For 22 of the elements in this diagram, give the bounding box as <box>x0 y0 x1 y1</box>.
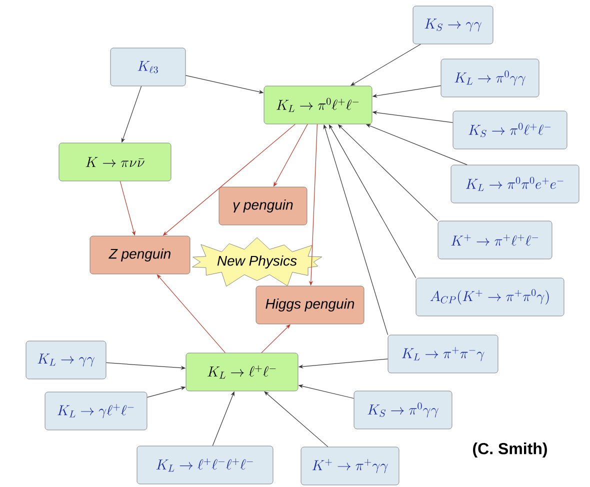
penguin-box: Z penguin <box>90 236 190 274</box>
obs-box: $K_L \to \pi^+ \pi^- \gamma$ <box>388 334 498 374</box>
arrow <box>264 391 328 448</box>
obs-box: $K_S \to \gamma\gamma$ <box>412 6 494 44</box>
penguin-box: γ penguin <box>218 186 308 226</box>
obs-box: $K_{\ell 3}$ <box>110 48 186 86</box>
obs-box: $K_L \to \ell^+ \ell^- \ell^+ \ell^-$ <box>136 446 274 484</box>
obs-box: $K_L \to \gamma \ell^+ \ell^-$ <box>44 392 148 430</box>
credit-label: (C. Smith) <box>473 442 547 458</box>
obs-box: $K_L \to \pi^0 \gamma\gamma$ <box>440 58 540 98</box>
obs-box: $K_S \to \pi^0 \gamma\gamma$ <box>354 390 452 430</box>
penguin-box: Higgs penguin <box>256 286 364 324</box>
obs-box: $A_{CP}(K^+ \to \pi^+ \pi^0 \gamma)$ <box>416 278 564 316</box>
obs-box: $K^+ \to \pi^+ \gamma\gamma$ <box>300 446 400 486</box>
starburst: New Physics <box>192 237 322 286</box>
process-box: $K \to \pi \nu \bar{\nu}$ <box>58 142 172 182</box>
obs-box: $K_L \to \gamma\gamma$ <box>26 340 106 380</box>
process-box: $K_L \to \pi^0 \ell^+ \ell^-$ <box>264 86 372 124</box>
obs-box: $K_S \to \pi^0 \ell^+ \ell^-$ <box>452 110 568 150</box>
process-box: $K_L \to \ell^+ \ell^-$ <box>186 352 298 392</box>
obs-box: $K_L \to \pi^0 \pi^0 e^+ e^-$ <box>450 164 580 204</box>
obs-box: $K^+ \to \pi^+ \ell^+ \ell^-$ <box>438 220 552 260</box>
